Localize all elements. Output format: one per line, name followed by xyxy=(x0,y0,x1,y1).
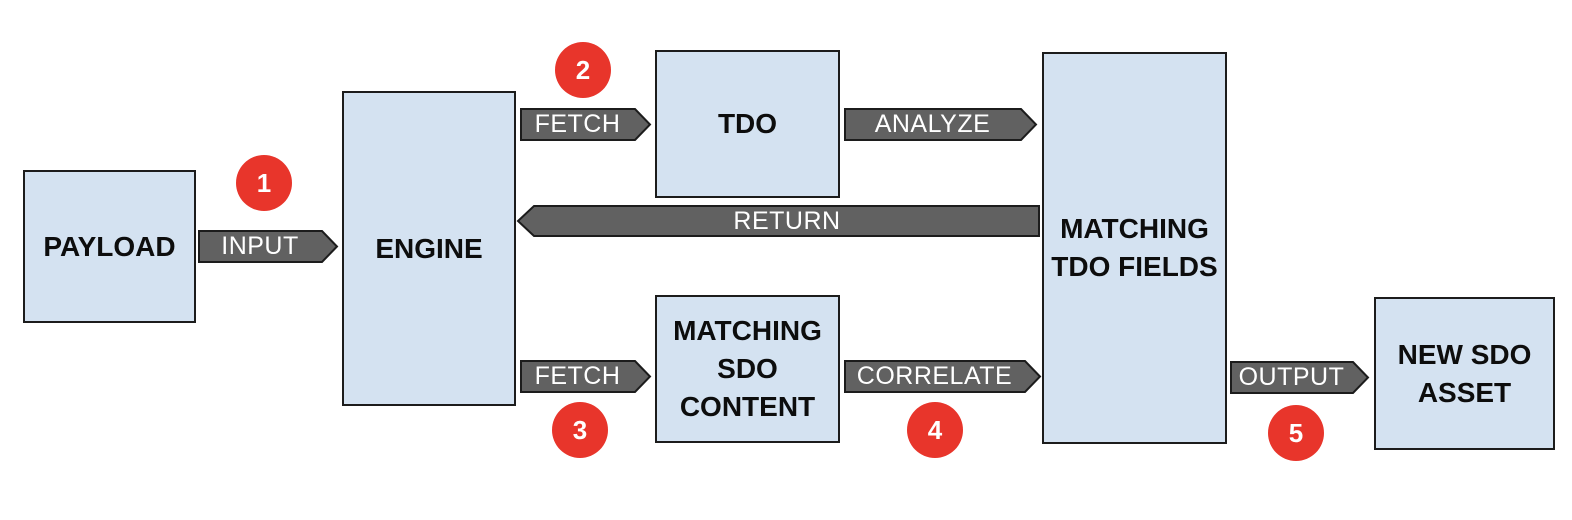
return-arrow: RETURN xyxy=(516,205,1040,237)
engine-label: ENGINE xyxy=(375,232,483,264)
matching-tdo-fields-box: MATCHING TDO FIELDS xyxy=(1042,52,1227,444)
return-arrow-label: RETURN xyxy=(733,206,841,235)
step-3-badge: 3 xyxy=(552,402,608,458)
payload-box: PAYLOAD xyxy=(23,170,196,323)
output-arrow: OUTPUT xyxy=(1230,361,1370,394)
payload-label: PAYLOAD xyxy=(43,230,176,262)
engine-box: ENGINE xyxy=(342,91,516,406)
step-5-badge: 5 xyxy=(1268,405,1324,461)
input-arrow: INPUT xyxy=(198,230,339,263)
output-arrow-label: OUTPUT xyxy=(1238,363,1345,391)
step-1-badge: 1 xyxy=(236,155,292,211)
matching-sdo-content-box: MATCHING SDO CONTENT xyxy=(655,295,840,443)
matching-sdo-content-label: MATCHING SDO CONTENT xyxy=(673,315,822,422)
tdo-box: TDO xyxy=(655,50,840,198)
correlate-arrow-label: CORRELATE xyxy=(856,362,1013,390)
analyze-arrow-label: ANALYZE xyxy=(874,110,991,138)
fetch-tdo-arrow-label: FETCH xyxy=(534,110,621,138)
step-2-badge: 2 xyxy=(555,42,611,98)
matching-tdo-fields-label: MATCHING TDO FIELDS xyxy=(1051,213,1218,282)
input-arrow-label: INPUT xyxy=(221,232,299,260)
new-sdo-asset-label: NEW SDO ASSET xyxy=(1397,338,1532,408)
fetch-tdo-arrow: FETCH xyxy=(520,108,652,141)
fetch-sdo-arrow: FETCH xyxy=(520,360,652,393)
analyze-arrow: ANALYZE xyxy=(844,108,1038,141)
tdo-label: TDO xyxy=(717,108,778,139)
new-sdo-asset-box: NEW SDO ASSET xyxy=(1374,297,1555,450)
fetch-sdo-arrow-label: FETCH xyxy=(534,362,621,390)
step-4-badge: 4 xyxy=(907,402,963,458)
correlate-arrow: CORRELATE xyxy=(844,360,1042,393)
